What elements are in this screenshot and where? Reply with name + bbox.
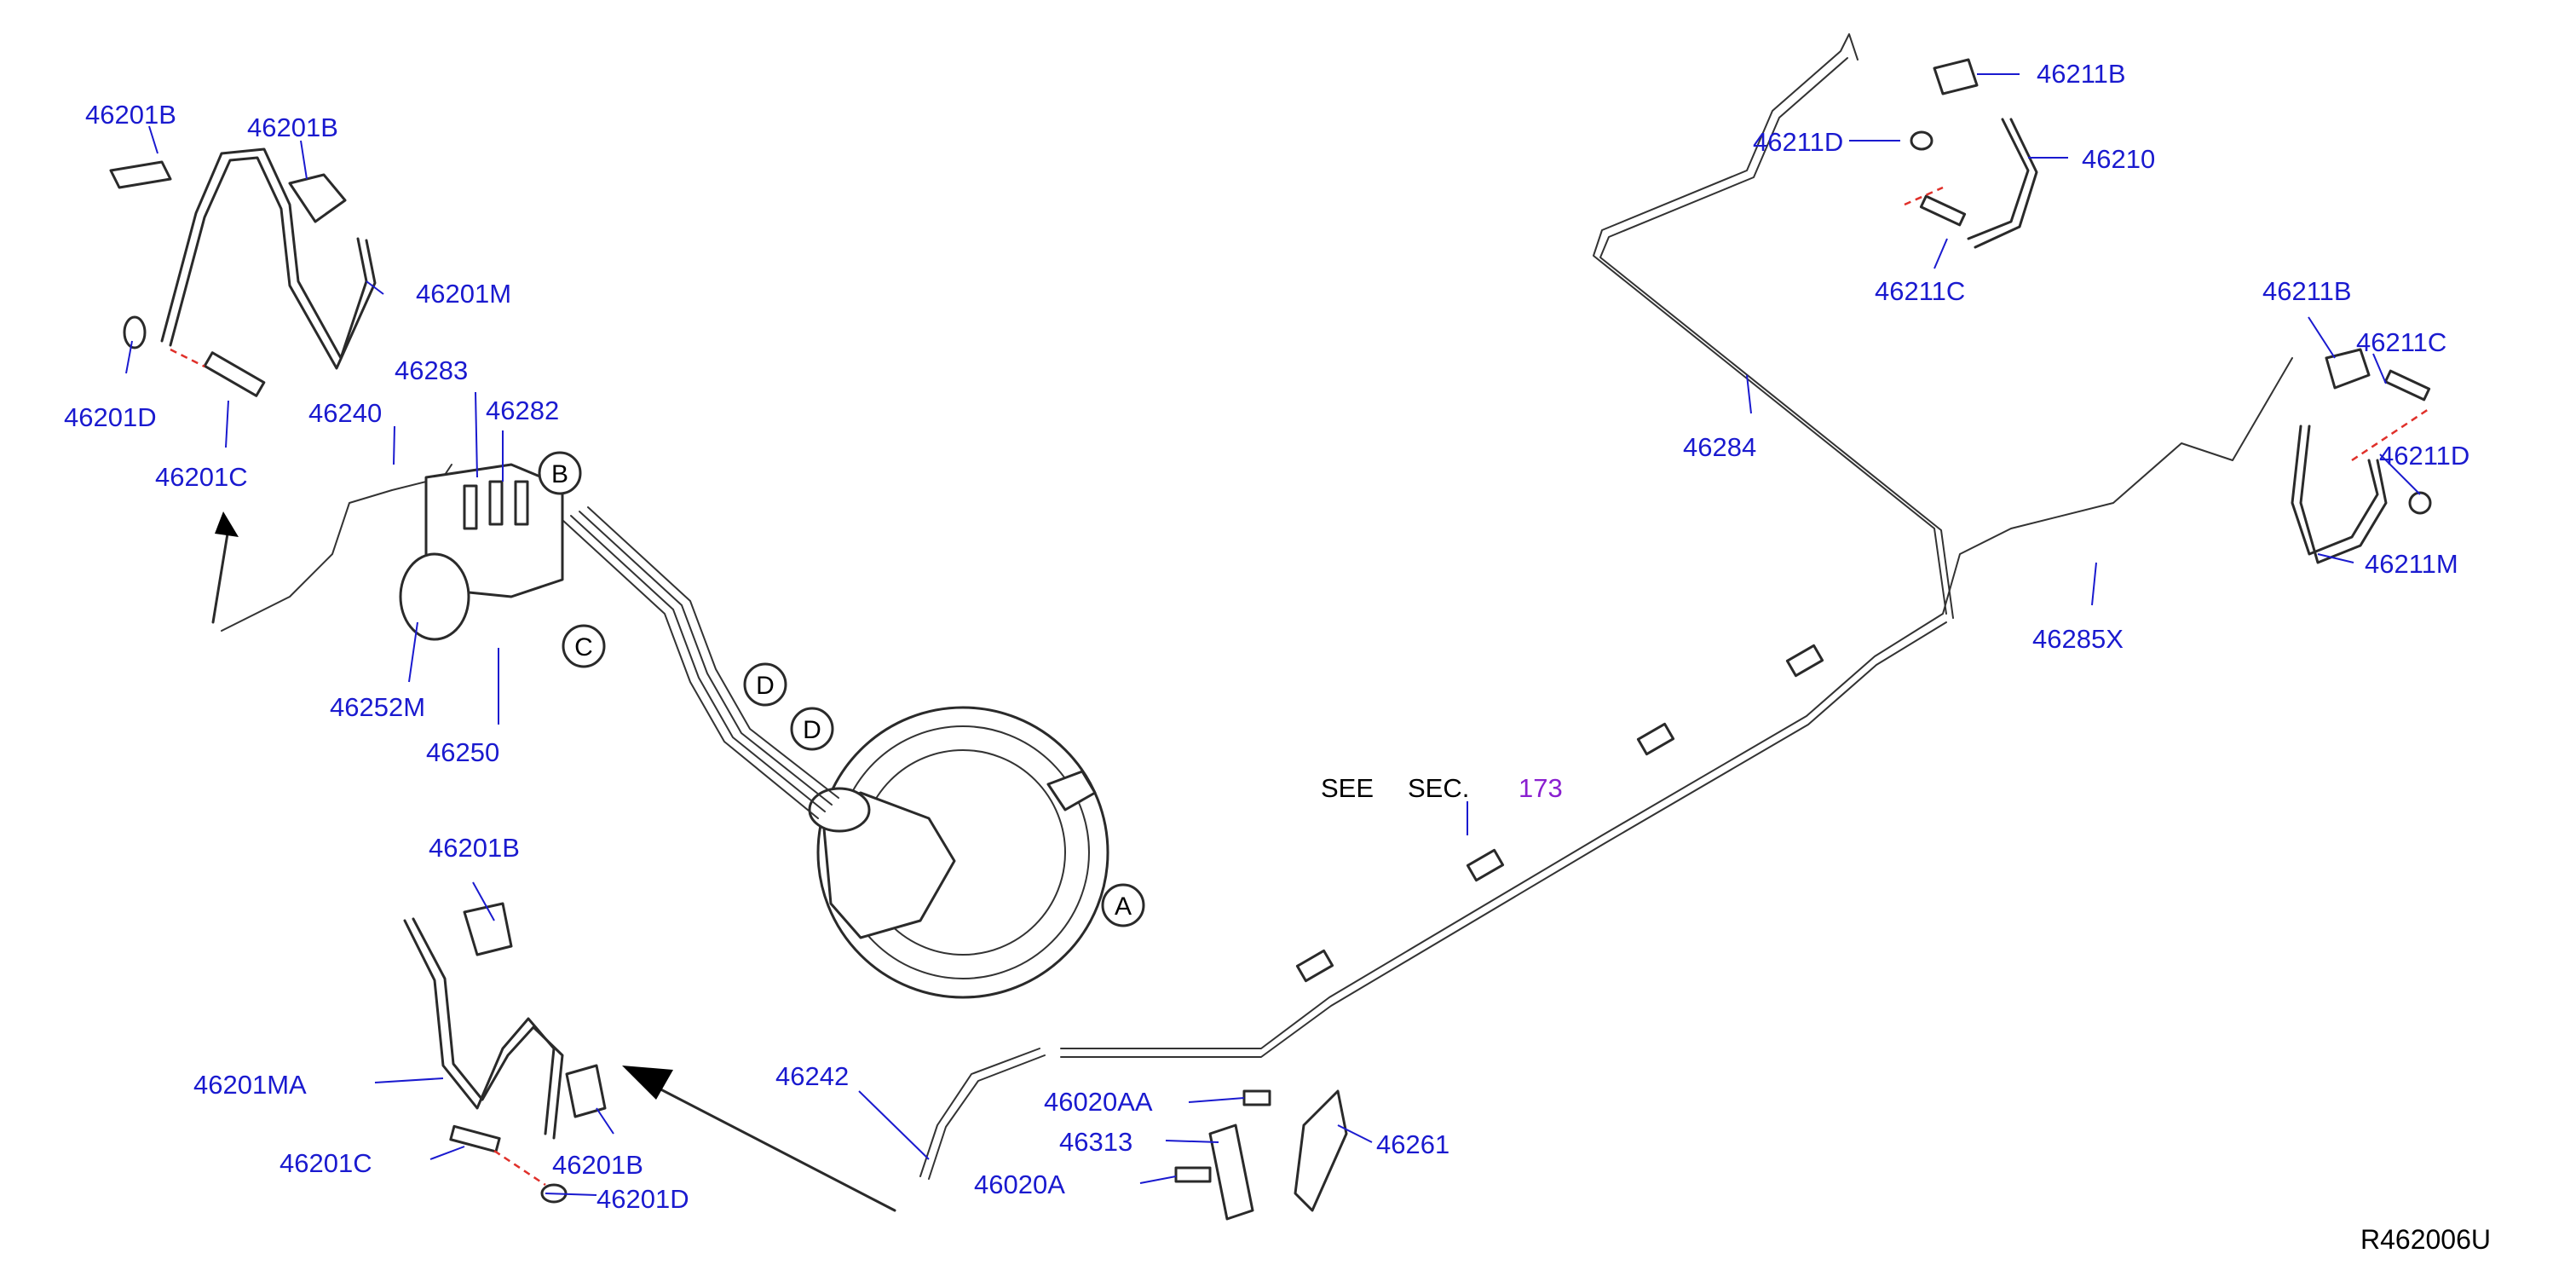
part-label: 46211D [1753, 127, 1843, 157]
sec-number: 173 [1519, 773, 1563, 803]
see-section-reference: SEE SEC. 173 [1321, 773, 1563, 803]
part-label: 46020A [974, 1170, 1065, 1199]
sec-label: SEC. [1408, 773, 1469, 803]
part-label: 46252M [330, 692, 425, 722]
part-label: 46242 [775, 1061, 849, 1091]
part-label: 46211M [2365, 549, 2458, 579]
part-label: 46201B [552, 1150, 643, 1180]
part-label: 46261 [1376, 1129, 1449, 1159]
section-ref-b: B [551, 460, 568, 488]
part-label: 46210 [2082, 144, 2155, 174]
part-label: 46211B [2262, 276, 2352, 306]
section-ref-d-upper: D [756, 672, 775, 700]
part-label: 46020AA [1044, 1087, 1153, 1117]
diagram-code: R462006U [2360, 1224, 2491, 1255]
see-label: SEE [1321, 773, 1374, 803]
part-label: 46201D [64, 402, 157, 432]
section-ref-circles: A B C D D [538, 451, 1145, 927]
part-label: 46201M [416, 279, 511, 309]
section-ref-c: C [574, 633, 593, 661]
leader-lines [125, 73, 2421, 1196]
part-label: 46211C [1875, 276, 1965, 306]
part-label: 46201D [596, 1184, 689, 1214]
part-label: 46201B [247, 113, 338, 142]
part-label: 46201B [429, 833, 520, 863]
part-label: 46211C [2356, 327, 2446, 357]
part-label: 46285X [2032, 624, 2124, 654]
part-label: 46201C [279, 1148, 372, 1178]
section-ref-d-lower: D [803, 716, 821, 744]
part-label: 46201MA [193, 1070, 307, 1100]
drawing-lines [109, 33, 2432, 1221]
part-label: 46211D [2379, 441, 2469, 471]
part-label: 46211B [2037, 59, 2126, 89]
section-ref-a: A [1115, 892, 1132, 921]
part-label: 46282 [486, 396, 559, 425]
part-labels: 46201B 46201B 46201M 46201D 46201C 46240… [64, 59, 2469, 1214]
part-label: 46283 [395, 355, 468, 385]
part-label: 46313 [1059, 1127, 1132, 1157]
part-label: 46201B [85, 100, 176, 130]
part-label: 46201C [155, 462, 248, 492]
part-label: 46250 [426, 737, 499, 767]
part-label: 46240 [308, 398, 382, 428]
part-label: 46284 [1683, 432, 1756, 462]
